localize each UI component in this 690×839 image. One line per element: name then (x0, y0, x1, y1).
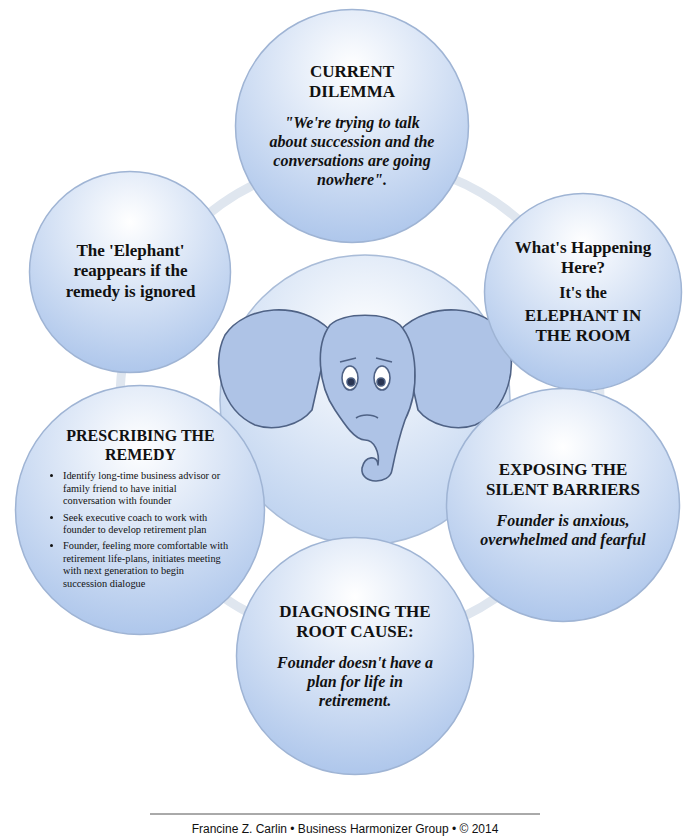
bullet-item: Founder, feeling more comfortable with r… (63, 540, 230, 590)
circle-text: CURRENT DILEMMA "We're trying to talk abo… (268, 62, 436, 190)
stage-circle: The 'Elephant' reappears if the remedy i… (28, 170, 232, 374)
stage-heading: PRESCRIBING THE REMEDY (51, 426, 230, 464)
stage-text: "We're trying to talk about succession a… (268, 113, 436, 190)
stage-circle: PRESCRIBING THE REMEDY Identify long-time… (14, 384, 266, 636)
stage-heading: CURRENT DILEMMA (268, 62, 436, 103)
stage-heading: EXPOSING THE SILENT BARRIERS (479, 460, 647, 501)
stage-heading: ELEPHANT IN THE ROOM (512, 306, 654, 347)
stage-heading: What's Happening Here? (512, 238, 654, 279)
bullet-list: Identify long-time business advisor or f… (51, 470, 230, 594)
footer-rule (150, 814, 540, 815)
circle-text: DIAGNOSING THE ROOT CAUSE: Founder doesn'… (270, 602, 440, 710)
circle-text: The 'Elephant' reappears if the remedy i… (58, 241, 203, 302)
stage-circle: DIAGNOSING THE ROOT CAUSE: Founder doesn'… (235, 536, 475, 776)
circle-text: What's Happening Here? It's theELEPHANT I… (512, 238, 654, 347)
stage-circle: What's Happening Here? It's theELEPHANT I… (483, 192, 683, 392)
circle-outline (14, 384, 266, 636)
footer-credit: Francine Z. Carlin • Business Harmonizer… (192, 822, 499, 836)
stage-circle: EXPOSING THE SILENT BARRIERS Founder is a… (445, 387, 681, 623)
stage-text: Founder is anxious, overwhelmed and fear… (479, 511, 647, 549)
circle-outline (445, 387, 681, 623)
stage-heading: The 'Elephant' reappears if the remedy i… (58, 241, 203, 302)
bullet-item: Seek executive coach to work with founde… (63, 512, 230, 537)
stage-text: It's the (559, 283, 607, 302)
stage-text: Founder doesn't have a plan for life in … (270, 653, 440, 711)
bullet-item: Identify long-time business advisor or f… (63, 470, 230, 507)
circle-text: PRESCRIBING THE REMEDY Identify long-time… (51, 426, 230, 594)
circle-text: EXPOSING THE SILENT BARRIERS Founder is a… (479, 460, 647, 549)
stage-circle: CURRENT DILEMMA "We're trying to talk abo… (234, 8, 470, 244)
stage-heading: DIAGNOSING THE ROOT CAUSE: (270, 602, 440, 643)
